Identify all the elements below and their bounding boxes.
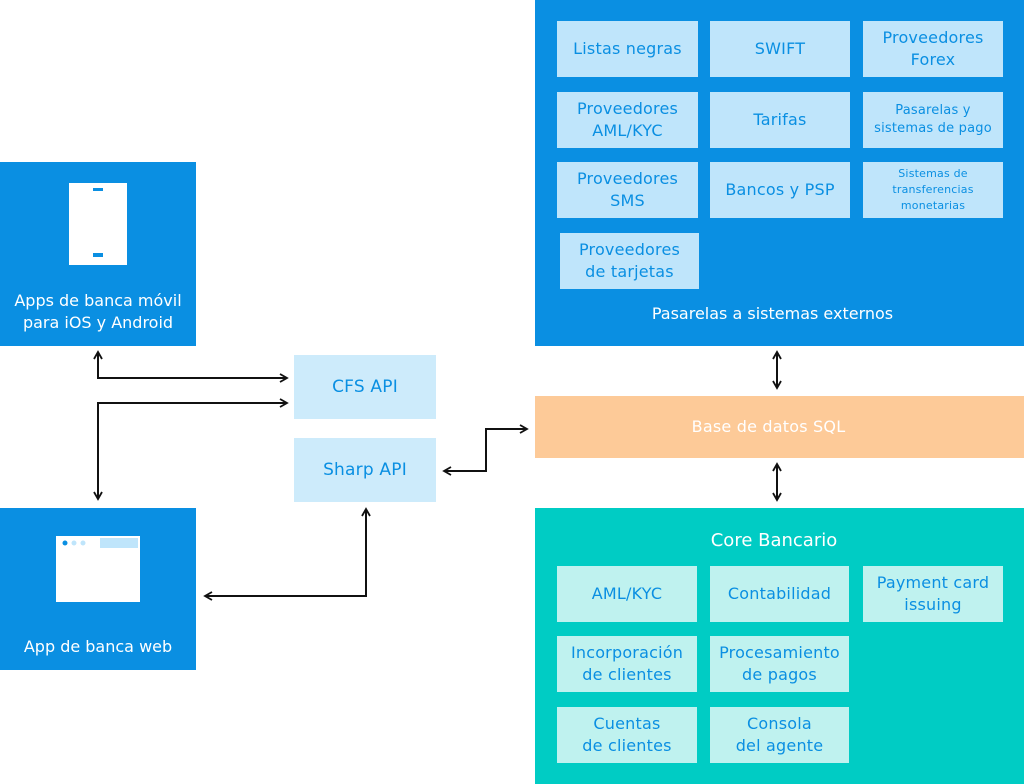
core-item: AML/KYC bbox=[557, 566, 697, 622]
web-app-panel: App de banca web bbox=[0, 508, 196, 670]
mobile-phone-icon bbox=[69, 183, 127, 265]
arrow-web-to-cfs bbox=[93, 398, 289, 501]
gateway-item: Listas negras bbox=[557, 21, 698, 77]
mobile-app-label: Apps de banca móvil para iOS y Android bbox=[0, 290, 196, 334]
web-app-label: App de banca web bbox=[23, 637, 173, 656]
mobile-app-panel: Apps de banca móvil para iOS y Android bbox=[0, 162, 196, 346]
browser-window-icon bbox=[56, 536, 140, 602]
cfs-api-box: CFS API bbox=[294, 355, 436, 419]
core-banking-title: Core Bancario bbox=[710, 530, 838, 551]
core-item: Contabilidad bbox=[710, 566, 849, 622]
mobile-app-label-line2: para iOS y Android bbox=[22, 313, 174, 332]
core-banking-panel: Core Bancario AML/KYC Contabilidad Payme… bbox=[535, 508, 1024, 784]
gateway-item: Bancos y PSP bbox=[710, 162, 850, 218]
arrow-mobile-to-cfs bbox=[93, 350, 289, 383]
arrow-web-to-sharp bbox=[203, 507, 371, 601]
gateway-item: Tarifas bbox=[710, 92, 850, 148]
arrow-sharp-to-sql bbox=[442, 424, 529, 476]
sql-database-bar: Base de datos SQL bbox=[535, 396, 1024, 458]
sharp-api-box: Sharp API bbox=[294, 438, 436, 502]
gateway-item: SWIFT bbox=[710, 21, 850, 77]
sql-database-label: Base de datos SQL bbox=[691, 417, 846, 436]
mobile-app-label-line1: Apps de banca móvil bbox=[14, 291, 182, 310]
external-gateways-title: Pasarelas a sistemas externos bbox=[651, 304, 894, 323]
